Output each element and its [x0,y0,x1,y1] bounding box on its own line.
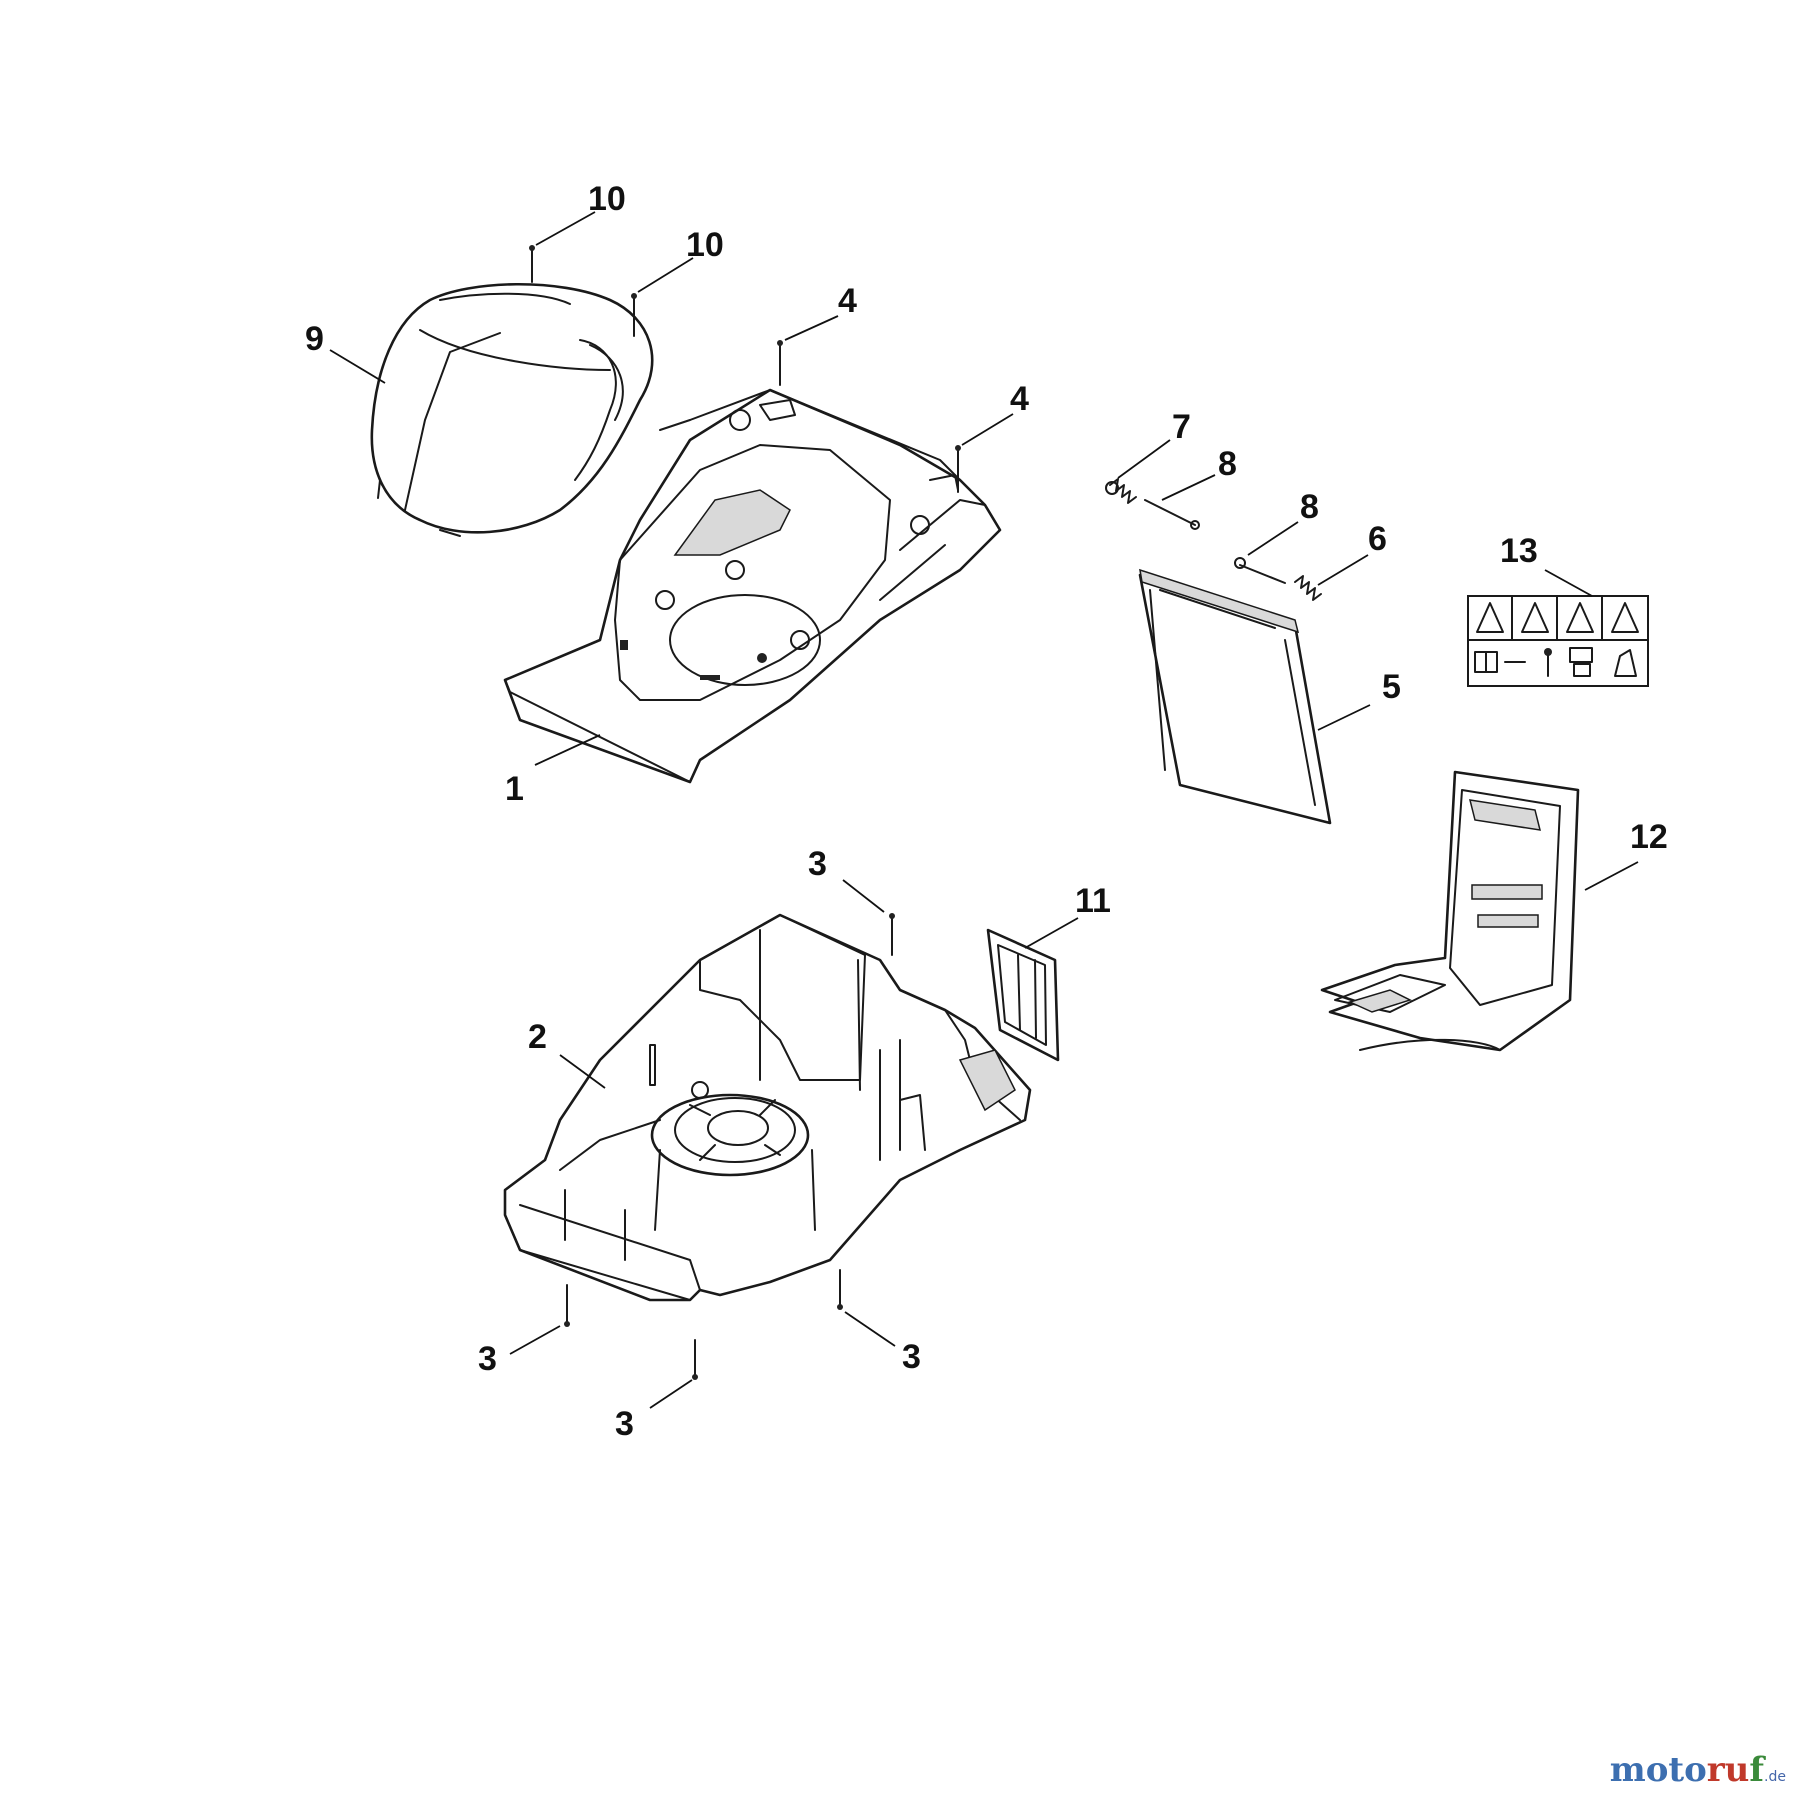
part-11-bracket [986,928,1060,1062]
callout-2: 2 [528,1018,547,1056]
part-13-warning-label [1467,595,1649,687]
callout-10b: 10 [686,226,724,264]
callout-11: 11 [1075,882,1111,920]
callout-4a: 4 [838,282,857,320]
watermark-logo: motoruf.de [1610,1750,1786,1790]
part-9-cover [370,282,654,537]
watermark-part-2: ru [1706,1750,1750,1790]
part-1-deck-top [503,388,1002,784]
callout-7: 7 [1172,408,1191,446]
part-7-spring [1105,478,1137,504]
screw-4b [955,445,961,493]
screw-10a [529,245,535,283]
callout-8b: 8 [1300,488,1319,526]
callout-4b: 4 [1010,380,1029,418]
part-5-flap [1138,568,1332,825]
screw-10b [631,293,637,337]
watermark-part-1: moto [1609,1750,1707,1790]
callout-1: 1 [505,770,524,808]
callout-5: 5 [1382,668,1401,706]
callout-10a: 10 [588,180,626,218]
screw-3-right [837,1269,843,1310]
part-8-pin-b [1234,557,1286,584]
callout-8a: 8 [1218,445,1237,483]
leader-lines [329,211,1639,1409]
callout-3-right: 3 [902,1338,921,1376]
callout-3-bottom: 3 [615,1405,634,1443]
part-8-pin-a [1144,499,1200,530]
callout-12: 12 [1630,818,1668,856]
callout-13: 13 [1500,532,1538,570]
screw-4a [777,340,783,386]
part-2-housing [503,913,1032,1302]
callout-6: 6 [1368,520,1387,558]
screw-3-top [889,913,895,956]
callout-labels: 10 10 9 4 4 1 7 8 8 6 5 13 12 3 11 2 3 3… [305,180,1668,1443]
callout-3-top: 3 [808,845,827,883]
watermark-part-4: .de [1764,1769,1786,1785]
part-6-spring [1294,575,1322,601]
callout-9: 9 [305,320,324,358]
callout-3-left: 3 [478,1340,497,1378]
part-12-chute [1320,770,1580,1052]
screw-3-bottom [692,1339,698,1380]
watermark-part-3: f [1749,1750,1765,1790]
screw-3-left [564,1284,570,1327]
